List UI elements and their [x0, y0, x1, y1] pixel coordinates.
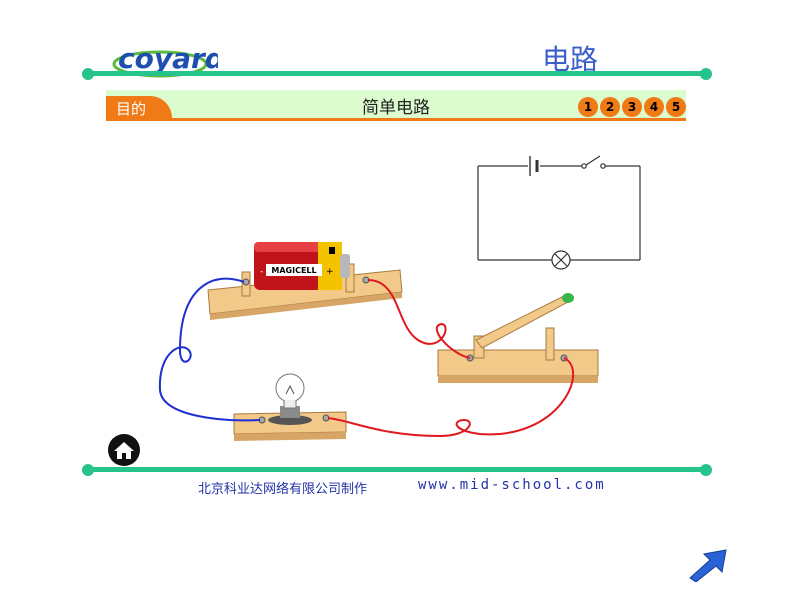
page-button-5[interactable]: 5 [666, 97, 686, 117]
bottom-divider [86, 467, 708, 472]
banner-title: 简单电路 [362, 98, 430, 118]
next-arrow-icon [689, 549, 727, 583]
coyard-logo: coyard [108, 38, 226, 82]
next-button[interactable] [686, 546, 730, 583]
blue-wire [158, 277, 261, 422]
schematic-battery-icon [529, 156, 539, 176]
page-button-1[interactable]: 1 [578, 97, 598, 117]
battery-brand-label: MAGICELL [271, 266, 316, 275]
circuit-schematic [477, 155, 641, 270]
page-button-2[interactable]: 2 [600, 97, 620, 117]
red-wire-battery-switch [367, 279, 471, 359]
bottom-divider-right-dot [700, 464, 712, 476]
circuit-illustration: MAGICELL - + [158, 242, 599, 441]
section-banner: 目的 简单电路 1 2 3 4 5 [106, 90, 686, 122]
bottom-divider-left-dot [82, 464, 94, 476]
red-wire-switch-bulb [327, 357, 575, 438]
top-divider-right-dot [700, 68, 712, 80]
battery-negative-label: - [260, 267, 263, 277]
light-bulb-icon [268, 373, 312, 425]
home-icon [114, 442, 134, 459]
switch-board [437, 327, 599, 383]
top-divider [86, 71, 708, 76]
page-title: 电路 [541, 43, 598, 76]
home-button[interactable] [108, 434, 140, 466]
page-button-4[interactable]: 4 [644, 97, 664, 117]
battery-icon: MAGICELL - + [254, 242, 350, 290]
schematic-switch-icon [581, 155, 606, 169]
knife-switch-icon [475, 293, 574, 349]
schematic-lamp-icon [551, 250, 571, 270]
banner-underline [106, 118, 686, 121]
footer-credit: 北京科业达网络有限公司制作 [198, 482, 368, 497]
purpose-tab[interactable]: 目的 [106, 96, 172, 118]
footer-url[interactable]: www.mid-school.com [418, 477, 606, 493]
top-divider-left-dot [82, 68, 94, 80]
logo-text: coyard [118, 42, 218, 75]
purpose-tab-label: 目的 [116, 100, 147, 118]
battery-positive-label: + [326, 267, 334, 277]
page-button-3[interactable]: 3 [622, 97, 642, 117]
